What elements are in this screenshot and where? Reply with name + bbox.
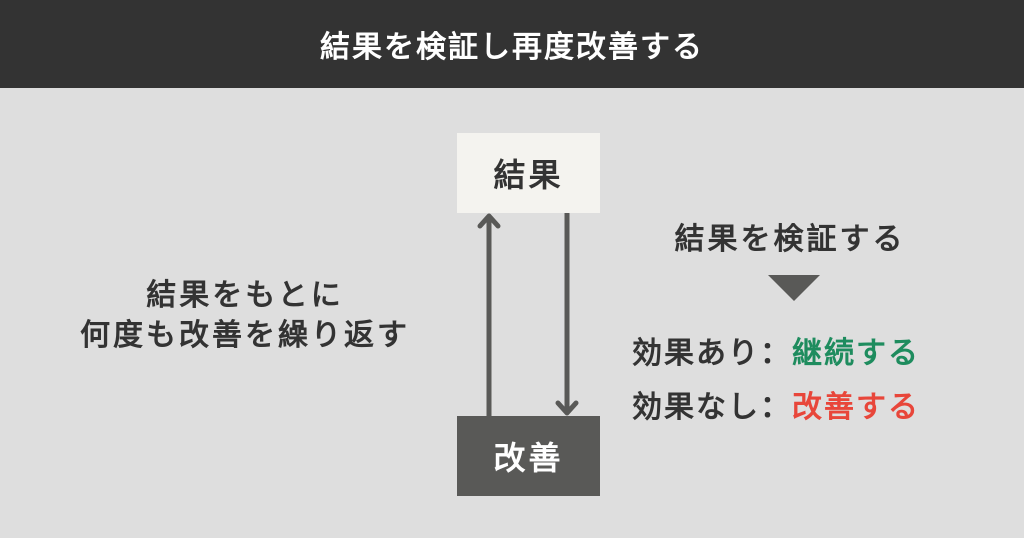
down-triangle-icon	[768, 275, 820, 301]
cycle-caption: 結果をもとに 何度も改善を繰り返す	[60, 276, 430, 356]
outcome-ineffective-action: 改善する	[792, 390, 920, 425]
cycle-caption-line-2: 何度も改善を繰り返す	[80, 318, 410, 353]
improve-box-label: 改善	[493, 439, 564, 477]
improve-box: 改善	[457, 416, 600, 496]
outcome-effective: 効果あり：継続する	[632, 328, 920, 372]
header-bar: 結果を検証し再度改善する	[0, 0, 1024, 88]
down-arrow-icon	[555, 213, 579, 416]
outcome-effective-label: 効果あり：	[632, 336, 792, 371]
result-box-label: 結果	[493, 156, 564, 194]
verify-heading: 結果を検証する	[674, 222, 906, 257]
cycle-caption-line-1: 結果をもとに	[146, 278, 344, 313]
result-box: 結果	[457, 133, 600, 213]
up-arrow-icon	[477, 213, 501, 416]
page-title: 結果を検証し再度改善する	[320, 30, 704, 65]
outcome-ineffective: 効果なし：改善する	[632, 382, 920, 426]
outcome-effective-action: 継続する	[792, 336, 920, 371]
outcome-ineffective-label: 効果なし：	[632, 390, 792, 425]
